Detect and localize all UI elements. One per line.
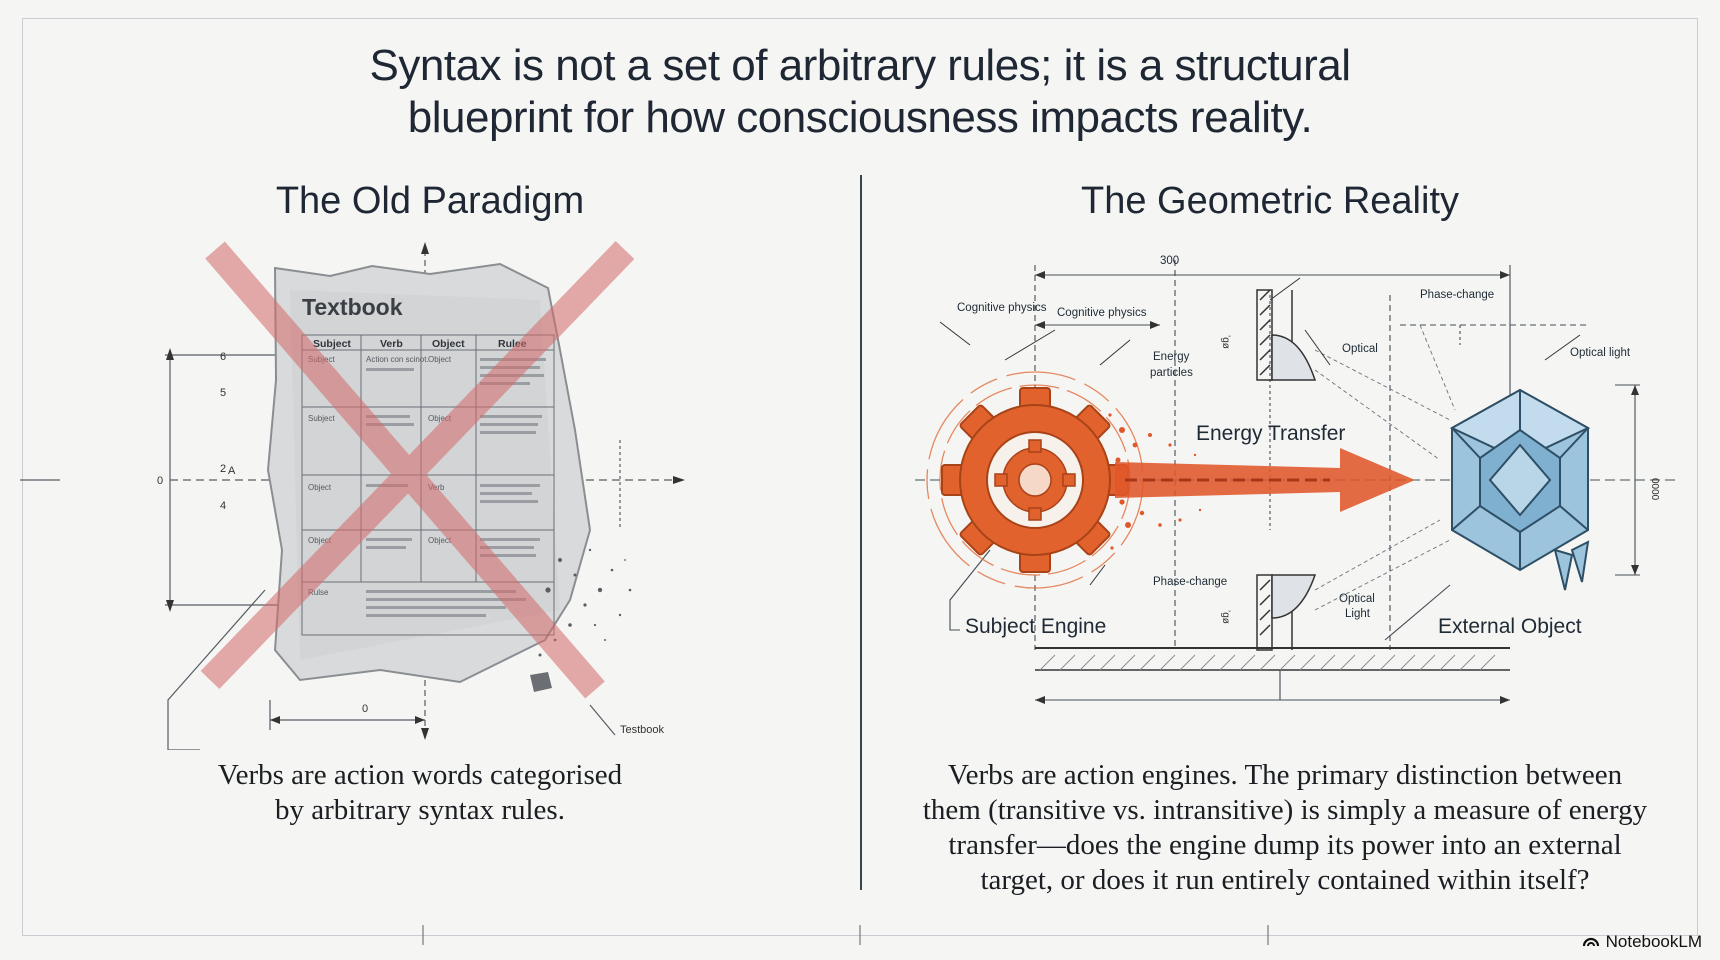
cognitive-physics-label-top: Cognitive physics: [1057, 307, 1147, 319]
notebooklm-brand: NotebookLM: [1582, 932, 1702, 952]
lower-pillar: [1256, 574, 1317, 651]
testbook-callout: Testbook: [620, 724, 665, 736]
subject-engine-gear: [941, 387, 1129, 573]
cell-r5-c1: Rulse: [308, 588, 329, 597]
external-object-label: External Object: [1438, 615, 1582, 638]
geometric-reality-title: The Geometric Reality: [1080, 180, 1459, 222]
side-mark-1: 6: [220, 351, 226, 363]
subject-engine-label: Subject Engine: [965, 615, 1106, 638]
cell-r4-c1: Object: [308, 536, 332, 545]
column-divider: [860, 175, 862, 890]
notebooklm-logo-icon: [1582, 932, 1600, 952]
phase-change-top-label: Phase-change: [1420, 289, 1494, 301]
col-header-object: Object: [432, 338, 465, 350]
ground-hatching: [1039, 654, 1496, 671]
geo-caption-line-3: transfer—does the engine dump its power …: [948, 829, 1622, 861]
col-header-subject: Subject: [313, 338, 351, 350]
energy-label: Energy: [1153, 351, 1190, 363]
headline-line-1: Syntax is not a set of arbitrary rules; …: [369, 41, 1351, 90]
old-paradigm-illustration: 6 5 2 4 0 A 0 Testbook Textbook Subject …: [20, 240, 685, 750]
side-mark-3: 2: [220, 463, 226, 475]
old-caption-line-2: by arbitrary syntax rules.: [275, 794, 565, 826]
optical-light-low-label-2: Light: [1345, 608, 1371, 620]
col-header-verb: Verb: [380, 338, 403, 350]
old-paradigm-caption: Verbs are action words categorised by ar…: [160, 758, 680, 828]
energy-particles: [1108, 413, 1202, 550]
energy-transfer-arrow: [1115, 448, 1415, 512]
headline: Syntax is not a set of arbitrary rules; …: [0, 40, 1720, 144]
geo-caption-line-2: them (transitive vs. intransitive) is si…: [922, 794, 1648, 826]
particles-label: particles: [1150, 367, 1193, 379]
phase-change-bottom-label: Phase-change: [1153, 576, 1227, 588]
geo-caption-line-4: target, or does it run entirely containe…: [980, 864, 1590, 896]
old-paradigm-title: The Old Paradigm: [275, 180, 585, 222]
bottom-ticks: [422, 925, 1269, 945]
headline-line-2: blueprint for how consciousness impacts …: [407, 93, 1313, 142]
cell-r1-c3: Object: [428, 355, 452, 364]
side-dimension-label: 0000: [1649, 478, 1660, 501]
small-dim-lower: ʼgø: [1220, 610, 1231, 624]
side-mark-2: 5: [220, 387, 226, 399]
optical-light-label: Optical light: [1570, 347, 1631, 359]
axis-letter: A: [228, 465, 236, 477]
external-object-crystal: [1449, 388, 1591, 591]
cognitive-physics-label-left: Cognitive physics: [957, 302, 1047, 314]
upper-pillar: [1256, 289, 1317, 381]
textbook-heading: Textbook: [302, 294, 403, 320]
energy-transfer-label: Energy Transfer: [1196, 422, 1345, 445]
bottom-mark: 0: [362, 703, 368, 715]
cell-r2-c1: Subject: [308, 414, 335, 423]
old-caption-line-1: Verbs are action words categorised: [217, 759, 623, 791]
optical-label: Optical: [1342, 343, 1378, 355]
optical-light-low-label-1: Optical: [1339, 593, 1375, 605]
geometric-reality-caption: Verbs are action engines. The primary di…: [885, 758, 1685, 898]
dimension-300: 300: [1160, 255, 1179, 267]
cell-r1-c2: Action con scinot.: [366, 355, 429, 364]
brand-name: NotebookLM: [1605, 932, 1702, 951]
dust-particles: [530, 548, 632, 692]
rejection-cross: [200, 240, 635, 699]
geometric-reality-diagram: 300 Cognitive physics Cognitive physics …: [915, 255, 1680, 704]
cell-r4-c3: Object: [428, 536, 452, 545]
side-mark-4: 4: [220, 500, 226, 512]
geo-caption-line-1: Verbs are action engines. The primary di…: [947, 759, 1623, 791]
cell-r3-c1: Object: [308, 483, 332, 492]
small-dim-upper: ʼgø: [1220, 335, 1231, 349]
cell-r2-c3: Object: [428, 414, 452, 423]
axis-zero: 0: [157, 475, 163, 487]
